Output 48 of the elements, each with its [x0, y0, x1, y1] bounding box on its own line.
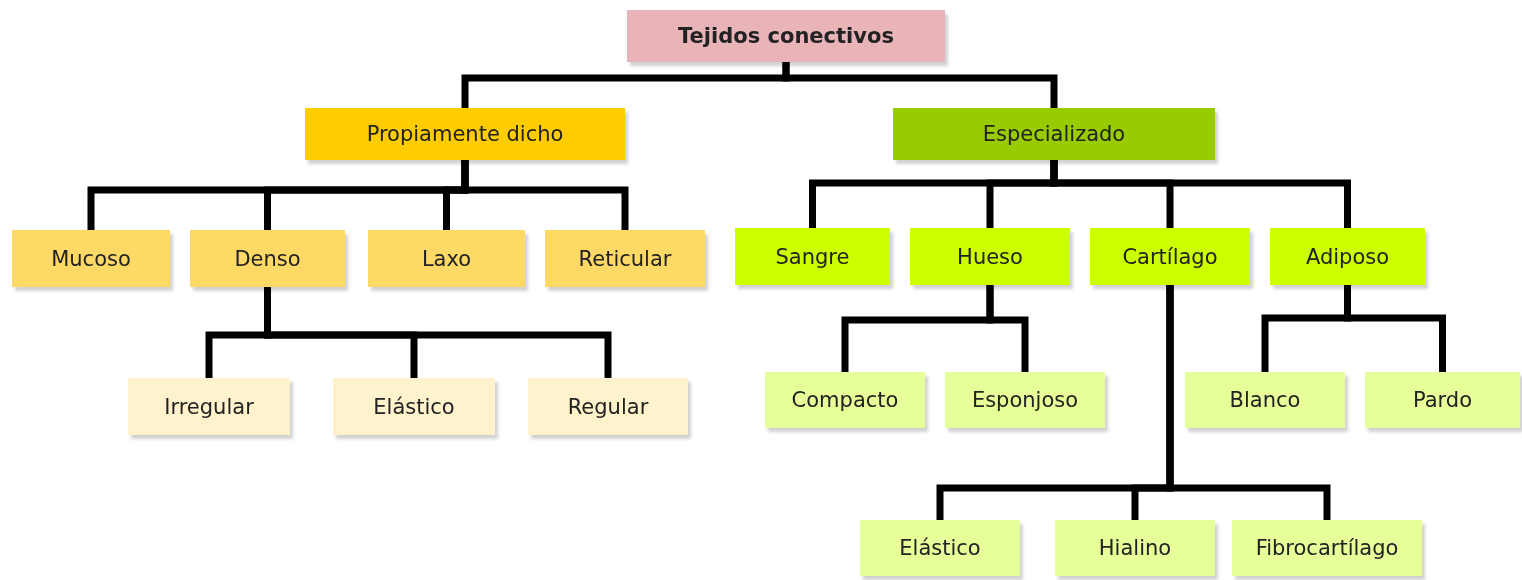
- box-label: Hueso: [957, 244, 1023, 269]
- box-label: Compacto: [791, 388, 899, 412]
- category-box: [945, 372, 1105, 428]
- box-label: Blanco: [1229, 388, 1301, 412]
- connector-line: [461, 160, 629, 230]
- box-label: Hialino: [1098, 536, 1172, 560]
- category-box: [1185, 372, 1345, 428]
- connector-line: [1050, 160, 1351, 228]
- box-label: Adiposo: [1305, 244, 1390, 269]
- box-label: Esponjoso: [971, 388, 1079, 412]
- category-box: [765, 372, 925, 428]
- category-box: [1270, 228, 1425, 285]
- box-label: Elástico: [899, 536, 981, 560]
- category-box: [1365, 372, 1520, 428]
- box-label: Laxo: [421, 246, 472, 271]
- category-box: [528, 378, 688, 435]
- box-label: Regular: [567, 394, 649, 419]
- category-box: [333, 378, 495, 435]
- box-label: Elástico: [373, 394, 455, 419]
- category-box: [545, 230, 705, 287]
- connector-line: [1166, 285, 1331, 520]
- category-box: [893, 108, 1215, 160]
- box-label: Reticular: [578, 246, 672, 271]
- category-box: [627, 10, 945, 62]
- category-box: [860, 520, 1020, 576]
- category-box: [368, 230, 525, 287]
- box-label: Tejidos conectivos: [678, 24, 894, 48]
- connector-line: [986, 285, 1029, 372]
- connector-line: [782, 62, 1058, 108]
- box-label: Mucoso: [51, 246, 131, 271]
- category-box: [128, 378, 290, 435]
- box-label: Sangre: [775, 244, 850, 269]
- connector-line: [1344, 285, 1446, 372]
- category-box: [1090, 228, 1250, 285]
- category-box: [305, 108, 625, 160]
- box-label: Fibrocartílago: [1255, 536, 1399, 560]
- box-label: Especializado: [982, 122, 1126, 146]
- box-label: Pardo: [1412, 388, 1472, 412]
- box-label: Denso: [234, 246, 301, 271]
- category-box: [1055, 520, 1215, 576]
- category-box: [910, 228, 1070, 285]
- box-label: Irregular: [164, 394, 254, 419]
- box-label: Cartílago: [1122, 244, 1218, 269]
- category-box: [12, 230, 170, 287]
- category-box: [735, 228, 890, 285]
- category-box: [190, 230, 345, 287]
- category-box: [1232, 520, 1422, 576]
- box-label: Propiamente dicho: [366, 122, 564, 146]
